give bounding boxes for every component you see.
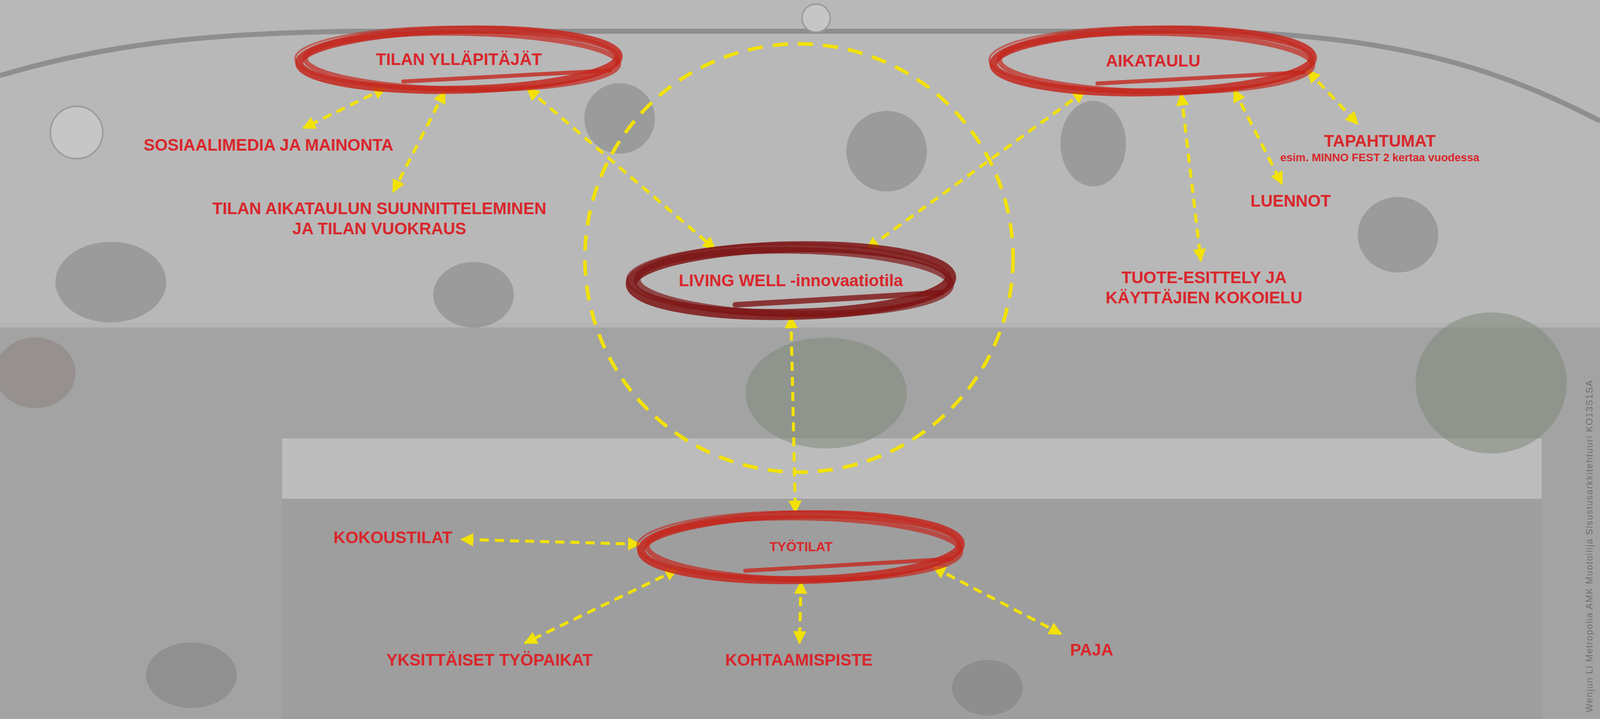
brush-swoosh — [745, 558, 953, 571]
node-title: TUOTE-ESITTELY JA KÄYTTÄJIEN KOKOIELU — [1098, 267, 1310, 308]
brush-swoosh — [403, 70, 611, 82]
text-node: PAJA — [1065, 637, 1118, 662]
author-credit: Wenjun Li Metropolia AMK Muotoilija Sisu… — [1584, 379, 1595, 712]
brush-stroke — [627, 243, 951, 316]
node-title: TYÖTILAT — [769, 539, 833, 555]
brush-ellipse-node: TILAN YLLÄPITÄJÄT — [295, 25, 623, 94]
brush-ellipse-node: AIKATAULU — [989, 25, 1317, 97]
plant — [0, 337, 76, 409]
plant — [1415, 312, 1567, 454]
counter-front — [282, 498, 1542, 719]
person — [1060, 100, 1126, 187]
dashed-arrow — [799, 581, 802, 643]
dashed-arrow — [1234, 89, 1283, 184]
node-title: KOKOUSTILAT — [333, 527, 453, 548]
node-title: TAPAHTUMAT — [1280, 130, 1480, 152]
dashed-arrow — [524, 569, 678, 643]
stanchion-base — [802, 4, 831, 33]
dashed-arrow — [790, 316, 796, 513]
text-node: TUOTE-ESITTELY JA KÄYTTÄJIEN KOKOIELU — [1094, 265, 1314, 310]
text-node: TILAN AIKATAULUN SUUNNITTELEMINEN JA TIL… — [198, 196, 560, 241]
node-title: YKSITTÄISET TYÖPAIKAT — [386, 649, 593, 671]
person — [433, 261, 514, 328]
text-node: TAPAHTUMATesim. MINNO FEST 2 kertaa vuod… — [1276, 128, 1484, 167]
counter — [0, 327, 1600, 719]
person — [952, 659, 1023, 716]
brush-swoosh — [735, 292, 943, 305]
dashed-arrow — [1181, 93, 1202, 261]
dashed-arrow — [933, 567, 1061, 635]
node-title: LUENNOT — [1250, 190, 1331, 212]
stanchion-base — [50, 106, 103, 159]
brush-swoosh — [1097, 72, 1305, 84]
dashed-arrow — [527, 88, 716, 250]
counter-steel — [282, 438, 1542, 499]
person — [1357, 196, 1439, 273]
text-node: KOKOUSTILAT — [329, 525, 457, 550]
dashed-arrow — [867, 91, 1086, 250]
node-title: TILAN YLLÄPITÄJÄT — [375, 49, 542, 70]
dashed-circle — [584, 43, 1014, 473]
node-title: SOSIAALIMEDIA JA MAINONTA — [143, 135, 394, 156]
node-title: TILAN AIKATAULUN SUUNNITTELEMINEN JA TIL… — [203, 198, 556, 239]
text-node: SOSIAALIMEDIA JA MAINONTA — [139, 132, 398, 158]
dashed-arrow — [393, 91, 445, 192]
node-title: KOHTAAMISPISTE — [725, 649, 874, 671]
node-title: AIKATAULU — [1105, 50, 1201, 72]
plant — [745, 337, 907, 449]
brush-ellipse-node: TYÖTILAT — [637, 510, 965, 584]
dashed-arrow — [303, 88, 386, 129]
node-note: esim. MINNO FEST 2 kertaa vuodessa — [1280, 151, 1480, 165]
brush-stroke — [637, 511, 961, 581]
text-node: YKSITTÄISET TYÖPAIKAT — [382, 647, 597, 673]
text-node: LUENNOT — [1246, 188, 1336, 214]
dashed-arrow — [461, 539, 640, 545]
text-node: KOHTAAMISPISTE — [721, 647, 878, 673]
brush-ellipse-node: LIVING WELL -innovaatiotila — [627, 242, 955, 319]
node-title: PAJA — [1070, 639, 1114, 660]
brush-stroke — [295, 26, 619, 91]
person — [55, 241, 167, 323]
person — [146, 642, 237, 708]
brush-stroke — [989, 26, 1313, 94]
person — [846, 110, 927, 192]
floor-light — [0, 0, 1600, 323]
node-title: LIVING WELL -innovaatiotila — [679, 270, 904, 291]
dashed-arrow — [1307, 70, 1358, 124]
